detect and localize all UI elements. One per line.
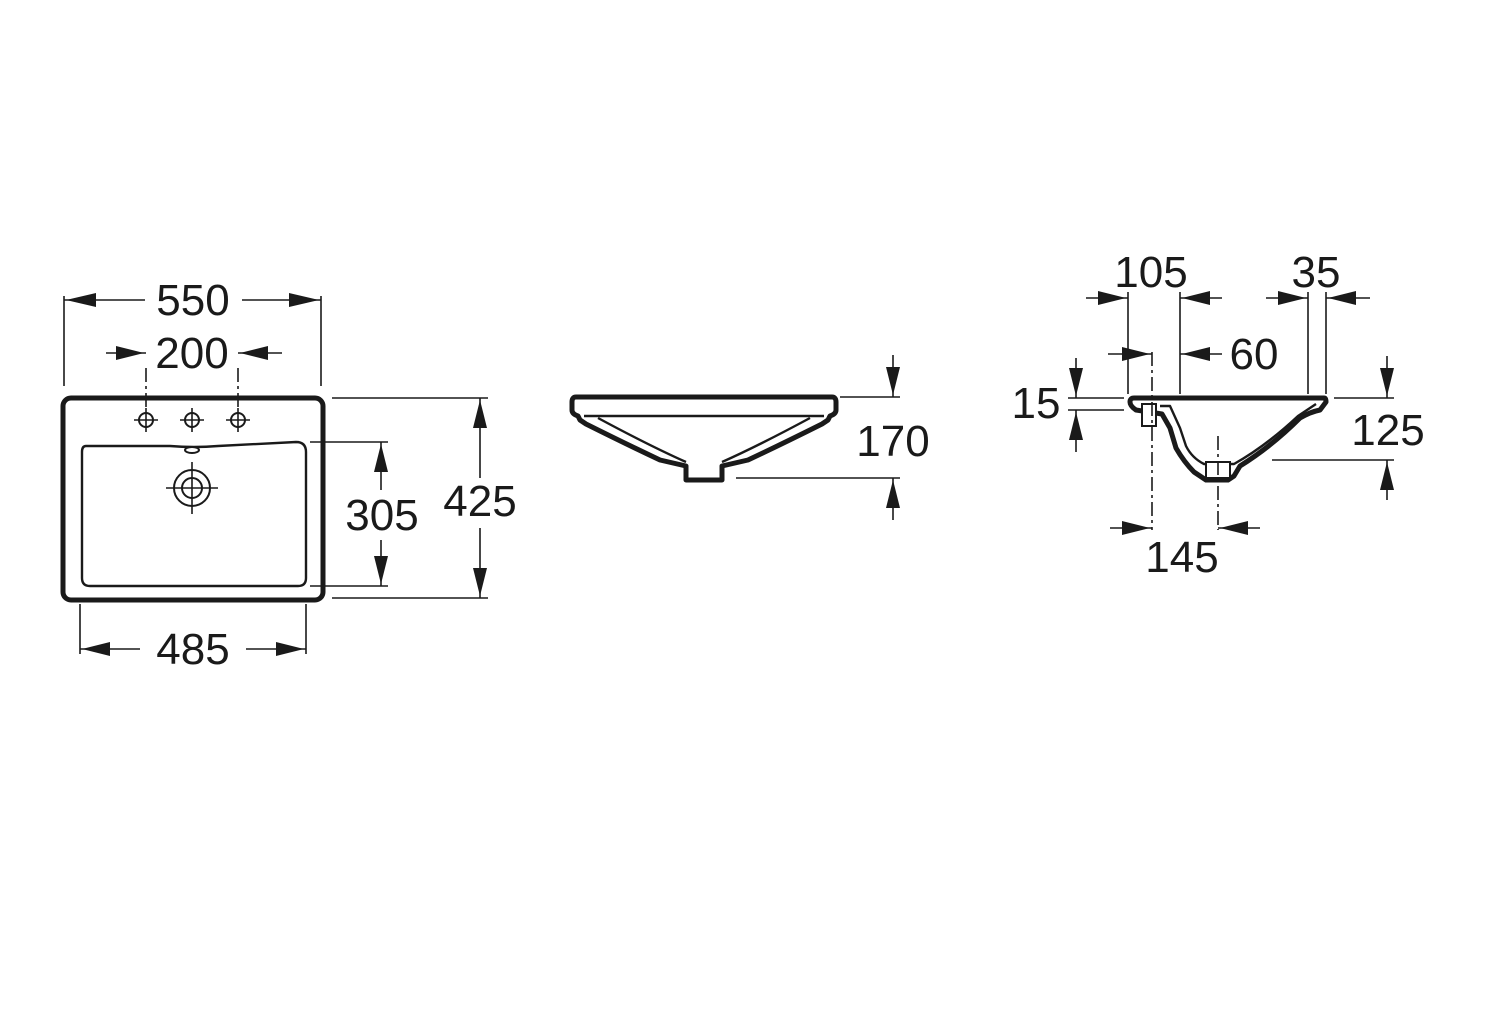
tap-hole-icon — [134, 408, 158, 432]
dimension-label: 15 — [1012, 379, 1061, 428]
dimension-125: 125 — [1272, 356, 1425, 500]
dimension-35: 35 — [1266, 248, 1370, 394]
top-view: 550 200 485 — [60, 276, 517, 674]
front-view: 170 — [569, 355, 930, 520]
tap-hole-icon — [180, 408, 204, 432]
dimension-60: 60 — [1108, 330, 1278, 379]
dimension-label: 425 — [443, 477, 516, 526]
dimension-label: 550 — [156, 276, 229, 325]
section-view: 105 35 60 15 — [1012, 248, 1425, 582]
dimension-label: 35 — [1292, 248, 1341, 297]
dimension-label: 105 — [1114, 248, 1187, 297]
dimension-145: 145 — [1110, 521, 1260, 582]
dimension-305: 305 — [310, 441, 419, 587]
dimension-15: 15 — [1012, 358, 1124, 452]
bowl-outline — [80, 440, 308, 588]
dimension-170: 170 — [736, 355, 930, 520]
front-basin-outline — [569, 394, 839, 483]
dimension-label: 125 — [1351, 406, 1424, 455]
dimension-550: 550 — [63, 276, 322, 386]
dimension-425: 425 — [332, 397, 517, 599]
dimension-label: 170 — [856, 417, 929, 466]
dimension-label: 485 — [156, 625, 229, 674]
section-outline — [1127, 395, 1329, 483]
dimension-485: 485 — [79, 604, 307, 674]
dimension-label: 200 — [155, 329, 228, 378]
waste-outlet-icon — [166, 462, 218, 514]
overflow-icon — [184, 446, 200, 454]
basin-outline — [60, 395, 326, 603]
dimension-200: 200 — [106, 329, 282, 408]
dimension-label: 145 — [1145, 533, 1218, 582]
tap-hole-icon — [226, 408, 250, 432]
dimension-label: 60 — [1230, 330, 1279, 379]
tap-hole-icon — [1141, 403, 1157, 427]
dimension-label: 305 — [345, 491, 418, 540]
dimension-105: 105 — [1086, 248, 1222, 394]
